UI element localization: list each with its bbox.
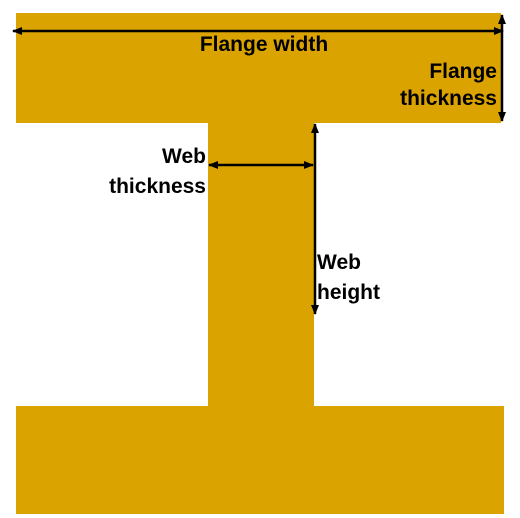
flange-thickness-label-line2: thickness — [400, 87, 497, 110]
web-height-label-line1: Web — [317, 251, 361, 274]
web-thickness-label-line2: thickness — [109, 175, 206, 198]
web-thickness-label-line1: Web — [162, 145, 206, 168]
web — [208, 122, 314, 409]
flange-thickness-label-line1: Flange — [429, 60, 497, 83]
web-height-label-line2: height — [317, 281, 380, 304]
bottom-flange — [16, 406, 504, 514]
flange-width-label: Flange width — [200, 33, 328, 56]
